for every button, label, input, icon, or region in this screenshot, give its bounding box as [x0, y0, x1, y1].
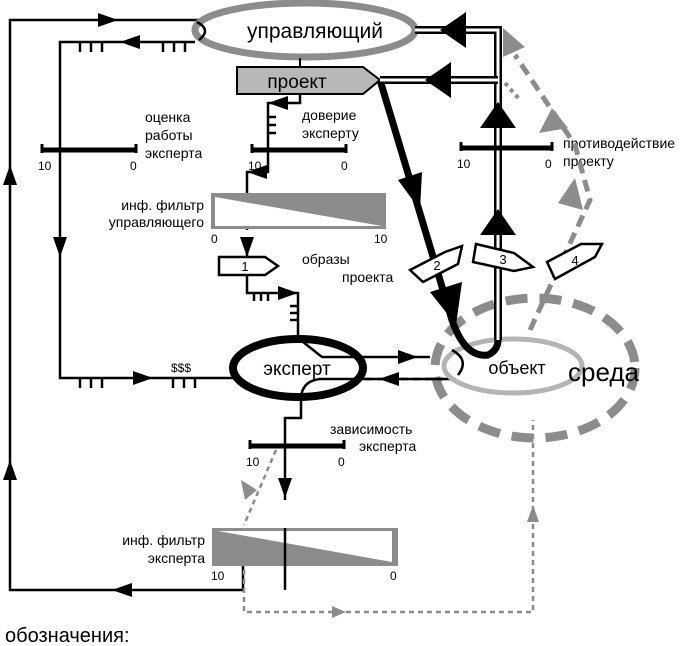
scale-expert-evaluation [40, 144, 138, 153]
scale-trust-label-2: эксперту [302, 125, 359, 141]
manager-filter-right: 10 [374, 232, 388, 246]
environment-boundary [430, 293, 640, 443]
tag-3-label: 3 [499, 252, 506, 267]
environment-label: среда [568, 357, 640, 387]
scale-opp-label-2: проекту [563, 153, 614, 169]
arrow-gray-filter-in [241, 480, 257, 500]
arrow-project-down-1 [398, 172, 422, 210]
scale-trust-right: 0 [341, 159, 348, 173]
scale-opp-label-1: противодействие [563, 135, 675, 151]
arrow-gray-up-3 [503, 28, 525, 57]
object-node[interactable] [441, 336, 585, 396]
expert-label: эксперт [263, 359, 331, 380]
arrow-money-right [133, 371, 153, 385]
manager-filter-label-2: управляющего [109, 214, 204, 230]
project-image-tag-1[interactable] [217, 255, 281, 277]
object-label: объект [488, 358, 545, 378]
expert-info-filter [212, 528, 398, 566]
manager-hook [196, 20, 207, 41]
arrow-gray-up-2 [539, 108, 568, 133]
project-node[interactable] [236, 66, 382, 95]
arrow-eval-down [53, 237, 67, 257]
arrow-trust-in [268, 96, 288, 110]
arrow-outer-bottom [112, 583, 132, 597]
project-image-tag-4[interactable] [545, 242, 605, 281]
arrow-object-to-expert [379, 372, 399, 386]
scale-trust-left: 10 [248, 159, 262, 173]
project-image-tag-3[interactable] [471, 242, 536, 273]
tag-2-label: 2 [433, 258, 440, 273]
outer-feedback-loop [8, 18, 245, 592]
arrow-outer-left-up [3, 165, 17, 185]
scale-eval-label-1: оценка [145, 109, 191, 125]
expert-filter-label-2: эксперта [148, 550, 206, 566]
scale-dep-left: 10 [246, 455, 260, 469]
scale-trust [250, 144, 348, 153]
arrow-gray-up [527, 505, 539, 522]
arrow-project-down-2 [430, 282, 462, 325]
manager-label: управляющий [247, 20, 383, 43]
arrow-to-project [425, 62, 451, 98]
arrow-gray-bottom-right [332, 606, 346, 618]
manager-filter-label-1: инф. фильтр [121, 197, 204, 213]
arrow-to-manager [440, 12, 466, 48]
manager-info-filter [211, 193, 386, 229]
scale-opposition [459, 142, 554, 151]
money-label: $$$ [171, 361, 191, 375]
expert-filter-right: 0 [390, 569, 397, 583]
scale-eval-label-2: работы [145, 127, 193, 143]
scale-opp-left: 10 [457, 157, 471, 171]
project-label: проект [267, 72, 327, 93]
scale-eval-label-3: эксперта [145, 145, 203, 161]
arrow-opposition-up-1 [480, 102, 516, 128]
expert-filter-left: 10 [211, 569, 225, 583]
expert-filter-label-1: инф. фильтр [122, 532, 205, 548]
tag-1-label: 1 [241, 259, 248, 274]
scale-dep-label-2: эксперта [359, 438, 417, 454]
images-label-2: проекта [342, 269, 393, 285]
arrow-dependence-down [278, 478, 292, 498]
arrow-eval-left [120, 35, 140, 49]
project-image-tag-2[interactable] [407, 244, 464, 284]
arrow-outer-left-up-2 [3, 460, 17, 480]
scale-eval-left: 10 [38, 159, 52, 173]
arrow-expert-to-object [398, 350, 418, 364]
arrow-opposition-up-2 [480, 209, 516, 235]
environment-to-manager-path [503, 53, 593, 332]
scale-eval-right: 0 [130, 159, 137, 173]
scale-dep-label-1: зависимость [330, 421, 412, 437]
scale-dependence [248, 440, 346, 449]
object-hook [451, 348, 465, 376]
images-label-1: образы [302, 251, 350, 267]
project-to-object-line [376, 78, 502, 359]
legend-title: обозначения: [5, 625, 130, 646]
scale-opp-right: 0 [545, 157, 552, 171]
manager-filter-left: 0 [211, 232, 218, 246]
scale-dep-right: 0 [338, 455, 345, 469]
arrow-filter-in [247, 165, 267, 179]
expert-internal-links [283, 337, 455, 500]
arrow-outer-top [98, 13, 118, 27]
arrow-gray-up-1 [558, 178, 583, 210]
delay-ticks [78, 42, 197, 388]
scale-trust-label-1: доверие [302, 107, 357, 123]
arrow-images-right [278, 286, 298, 300]
tag-4-label: 4 [571, 253, 578, 268]
delay-ticks-trust [252, 115, 298, 322]
arrow-images-down [240, 237, 254, 257]
